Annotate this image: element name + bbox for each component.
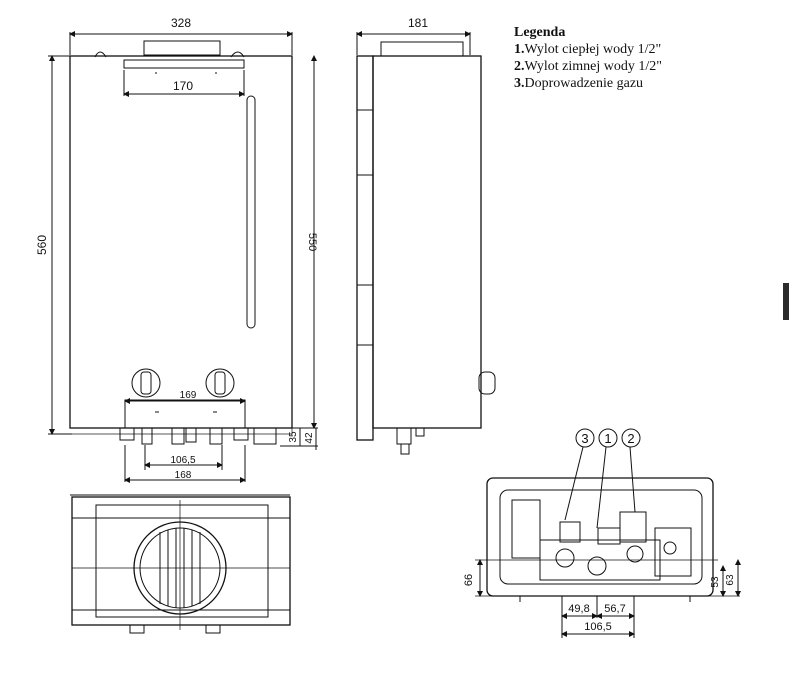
legend-item-3: 3.Doprowadzenie gazu bbox=[514, 75, 662, 92]
bottom-view bbox=[70, 494, 291, 634]
dim-conn-168: 168 bbox=[175, 470, 192, 481]
dim-height-inner: 550 bbox=[306, 233, 318, 251]
dim-top-inner: 170 bbox=[173, 79, 193, 93]
callouts bbox=[575, 428, 641, 448]
dim-bottom-53: 53 bbox=[710, 576, 721, 588]
callout-1 bbox=[598, 428, 618, 448]
legend-item-2-num: 2. bbox=[514, 59, 525, 74]
dim-bottom-1065: 106,5 bbox=[584, 621, 612, 633]
dim-front-width: 328 bbox=[171, 16, 191, 30]
legend-item-1: 1.Wylot ciepłej wody 1/2" bbox=[514, 41, 662, 58]
callout-3 bbox=[575, 428, 595, 448]
dim-conn-42: 42 bbox=[304, 432, 315, 444]
legend-title: Legenda bbox=[514, 25, 566, 40]
side-view bbox=[356, 31, 496, 455]
dim-height-total: 560 bbox=[35, 235, 49, 255]
legend: Legenda 1.Wylot ciepłej wody 1/2" 2.Wylo… bbox=[514, 24, 662, 92]
dim-conn-1065-front: 106,5 bbox=[170, 455, 195, 466]
scrollbar-thumb[interactable] bbox=[783, 283, 789, 320]
dim-side-depth: 181 bbox=[408, 16, 428, 30]
dim-bottom-66: 66 bbox=[463, 574, 475, 586]
callout-2-label: 2 bbox=[627, 431, 634, 446]
callout-2 bbox=[621, 428, 641, 448]
dim-bottom-63: 63 bbox=[725, 574, 736, 586]
dim-conn-35: 35 bbox=[288, 431, 299, 443]
legend-item-2-text: Wylot zimnej wody 1/2" bbox=[524, 59, 662, 74]
legend-item-3-num: 3. bbox=[514, 76, 525, 91]
legend-item-1-text: Wylot ciepłej wody 1/2" bbox=[524, 42, 662, 57]
front-view bbox=[48, 31, 318, 483]
legend-item-1-num: 1. bbox=[514, 42, 525, 57]
connection-view bbox=[475, 446, 741, 638]
legend-item-2: 2.Wylot zimnej wody 1/2" bbox=[514, 58, 662, 75]
callout-1-label: 1 bbox=[604, 431, 611, 446]
callout-3-label: 3 bbox=[581, 431, 588, 446]
dim-bottom-567: 56,7 bbox=[604, 603, 625, 615]
legend-item-3-text: Doprowadzenie gazu bbox=[524, 76, 644, 91]
dim-conn-169: 169 bbox=[180, 390, 197, 401]
dim-bottom-498: 49,8 bbox=[568, 603, 589, 615]
